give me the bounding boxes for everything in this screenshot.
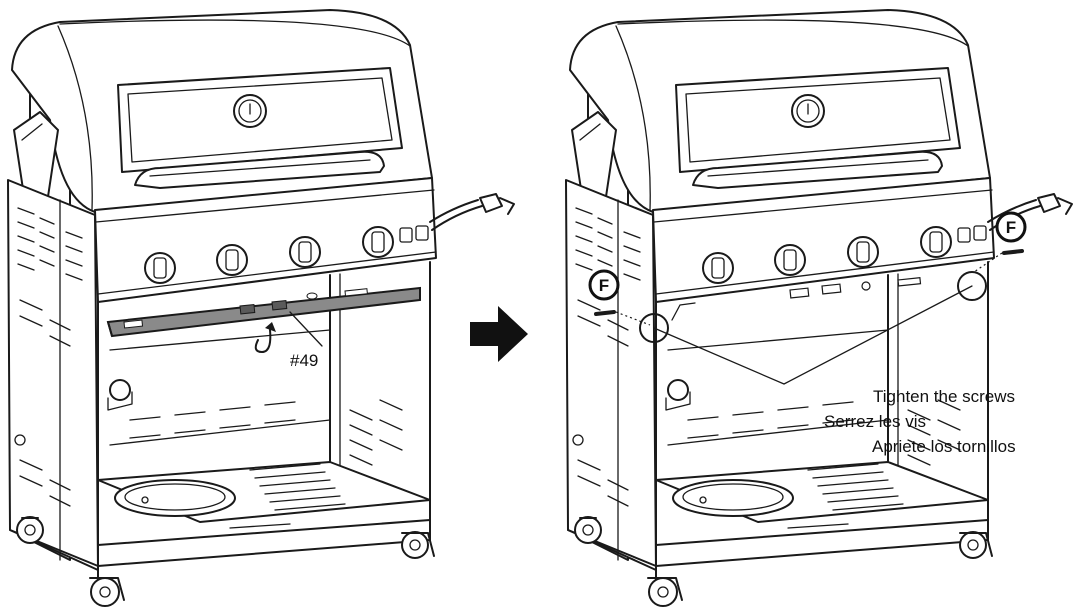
- rotate-arrow-icon: [254, 329, 272, 353]
- detail-circle-left: [639, 313, 669, 343]
- grill-before-left: #49: [7, 9, 515, 607]
- detail-circle-right: [957, 271, 987, 301]
- fastener-callout-left: F: [588, 269, 620, 301]
- screw-left: [594, 310, 651, 326]
- fastener-callout-right: F: [995, 211, 1027, 243]
- proceed-arrow-icon: [470, 306, 528, 362]
- installed-bracket: [671, 277, 922, 321]
- svg-text:F: F: [1006, 218, 1016, 237]
- part-label-49: #49: [290, 351, 318, 370]
- svg-text:F: F: [599, 276, 609, 295]
- instruction-en: Tighten the screws: [873, 387, 1015, 406]
- grill-after-right: F F Tighten the screws Serrez les vis Ap…: [565, 9, 1073, 607]
- instruction-es: Apriete los tornillos: [872, 437, 1016, 456]
- screw-right: [973, 249, 1024, 273]
- instruction-fr: Serrez les vis: [824, 412, 926, 431]
